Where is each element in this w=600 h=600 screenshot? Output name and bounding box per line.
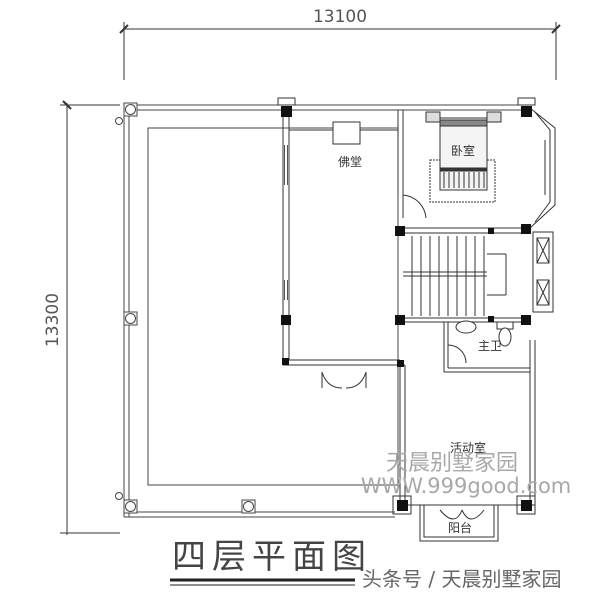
railing-posts [115,102,256,514]
room-label-activity-room: 活动室 [450,440,486,455]
interior-walls [282,110,536,506]
bed [425,111,502,203]
watermark-brand: 天晨别墅家园 [386,451,518,476]
dimension-width [119,22,561,80]
height-dimension-label: 13300 [43,293,63,347]
drawing-title: 四层平面图 [172,537,372,577]
room-label-bedroom: 卧室 [451,143,475,158]
bathroom-fixtures [455,320,514,347]
altar-table [332,121,361,145]
width-dimension-label: 13100 [313,7,367,27]
balcony [419,504,499,542]
east-closet [532,231,554,313]
staircase [403,236,507,316]
watermark-url: WWW.999good.com [361,474,572,498]
footer-credit: 头条号 / 天晨别墅家园 [362,567,561,591]
room-label-balcony: 阳台 [448,520,472,535]
bay-window [529,107,556,229]
dimension-height [60,100,120,535]
room-label-buddha-hall: 佛堂 [338,155,362,169]
column-caps [277,97,536,515]
columns [281,106,532,511]
doors [321,194,467,389]
windows [284,145,288,300]
room-label-master-bath: 主卫 [478,339,502,353]
